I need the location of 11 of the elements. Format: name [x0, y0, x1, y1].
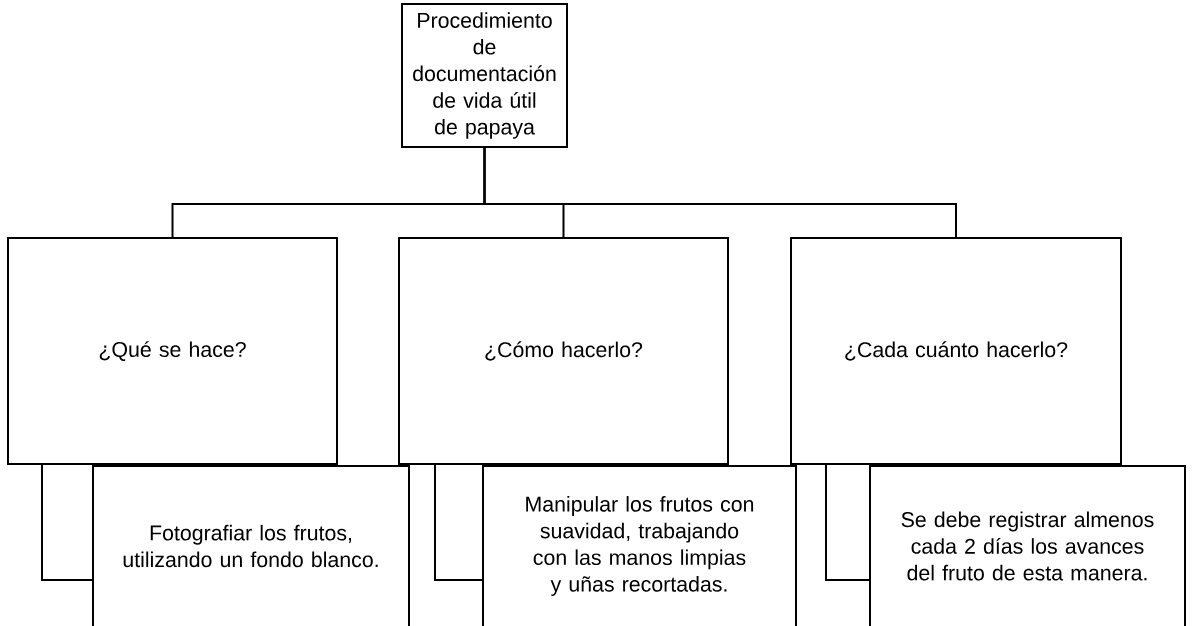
text-box: Fotografiar los frutos, utilizando un fondo blanco. [92, 465, 410, 626]
title-box: Procedimiento de documentación de vida útil de papaya [401, 3, 568, 148]
question-box: ¿Cómo hacerlo? [398, 237, 729, 465]
text-box: Se debe registrar almenos cada 2 días los avances del fruto de esta manera. [869, 465, 1186, 626]
connector-line [41, 464, 93, 581]
connector-line [434, 464, 483, 581]
connector-line [825, 464, 870, 581]
question-box: ¿Cada cuánto hacerlo? [790, 237, 1122, 465]
text-box: Manipular los frutos con suavidad, trabajando con las manos limpias y uñas recortadas. [482, 465, 797, 626]
question-box: ¿Qué se hace? [7, 237, 338, 465]
connector-line [483, 147, 957, 238]
